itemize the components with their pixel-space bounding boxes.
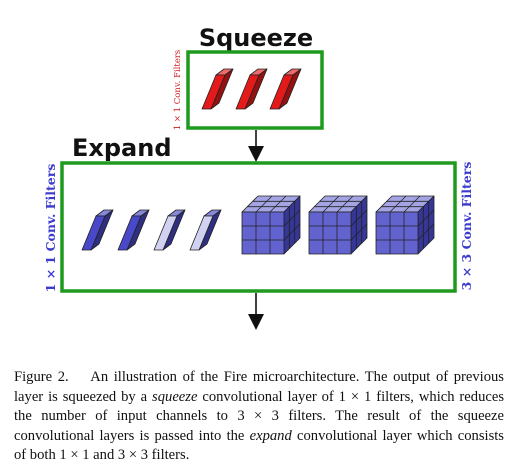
- figure-caption: Figure 2. An illustration of the Fire mi…: [14, 368, 504, 466]
- expand-1x1-filters: [81, 209, 222, 251]
- caption-label: Figure 2.: [14, 369, 69, 385]
- expand-left-label: 1 × 1 Conv. Filters: [43, 164, 58, 293]
- squeeze-title: Squeeze: [199, 24, 313, 52]
- expand-title: Expand: [72, 134, 172, 162]
- filter-front-face: [201, 74, 226, 110]
- cube-grid-line: [403, 195, 421, 213]
- cube-front-face: [241, 211, 285, 255]
- expand-1x1-filter-4: [189, 209, 222, 251]
- filter-front-face: [117, 215, 142, 251]
- caption-text-1: An illustration of the Fire microarchite…: [14, 369, 504, 405]
- caption-emphasis-squeeze: squeeze: [152, 388, 198, 405]
- caption-text-2: convolutional layer of 1 × 1 filters, wh…: [14, 388, 505, 444]
- fire-module-diagram: Squeeze 1 × 1 Conv. Filters Expand 1 × 1…: [43, 24, 474, 330]
- expand-right-label: 3 × 3 Conv. Filters: [459, 162, 474, 291]
- expand-1x1-filter-3: [153, 209, 186, 251]
- expand-3x3-filter-1: [241, 195, 301, 255]
- filter-front-face: [153, 215, 178, 251]
- squeeze-filters: [201, 68, 302, 110]
- cube-grid-line: [255, 195, 273, 213]
- expand-1x1-filter-1: [81, 209, 114, 251]
- cube-front-face: [375, 211, 419, 255]
- filter-front-face: [81, 215, 106, 251]
- cube-grid-line: [283, 223, 301, 241]
- cube-grid-line: [417, 223, 435, 241]
- caption-text-3: convolutional layer which consists of bo…: [14, 427, 504, 464]
- filter-front-face: [269, 74, 294, 110]
- cube-grid-line: [350, 209, 368, 227]
- caption-emphasis-expand: expand: [249, 427, 292, 444]
- expand-3x3-filter-3: [375, 195, 435, 255]
- filter-front-face: [235, 74, 260, 110]
- expand-box: [60, 161, 457, 293]
- expand-3x3-filters: [241, 195, 435, 255]
- squeeze-filter-1: [201, 68, 234, 110]
- squeeze-side-label: 1 × 1 Conv. Filters: [173, 50, 183, 131]
- cube-grid-line: [336, 195, 354, 213]
- cube-grid-line: [389, 195, 407, 213]
- filter-front-face: [189, 215, 214, 251]
- cube-grid-line: [322, 195, 340, 213]
- cube-grid-line: [417, 209, 435, 227]
- squeeze-filter-2: [235, 68, 268, 110]
- squeeze-box: [186, 50, 324, 130]
- expand-1x1-filter-2: [117, 209, 150, 251]
- cube-grid-line: [269, 195, 287, 213]
- cube-grid-line: [350, 223, 368, 241]
- expand-3x3-filter-2: [308, 195, 368, 255]
- cube-front-face: [308, 211, 352, 255]
- squeeze-filter-3: [269, 68, 302, 110]
- cube-grid-line: [283, 209, 301, 227]
